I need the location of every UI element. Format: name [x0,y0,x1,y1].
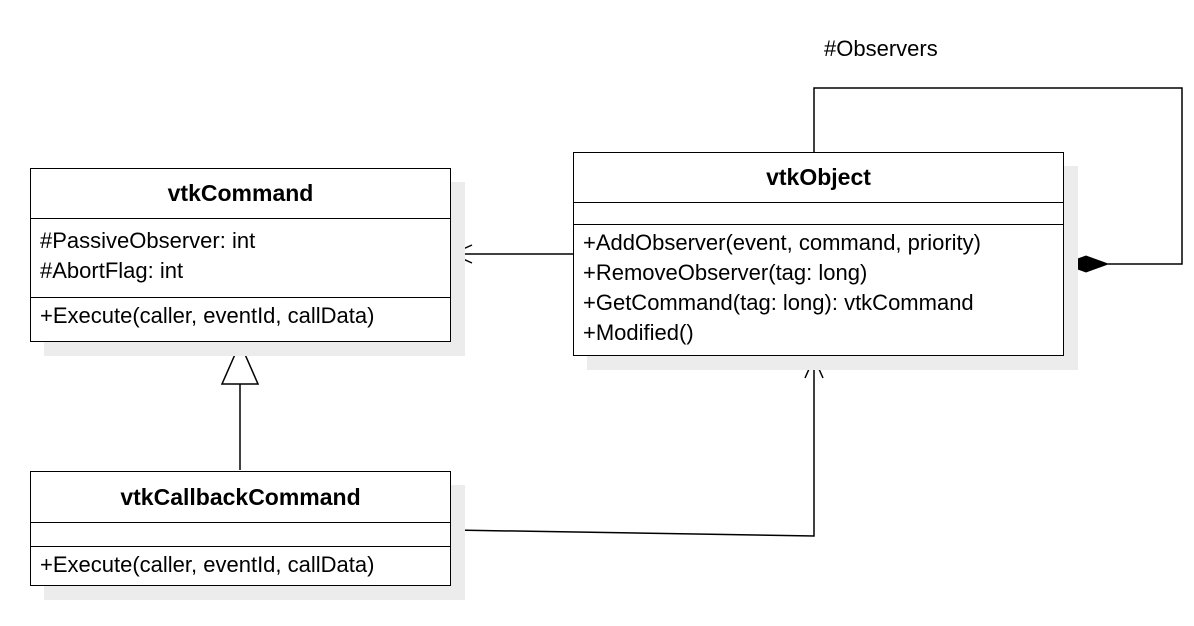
operations-section: +Execute(caller, eventId, callData) [31,547,450,586]
class-name: vtkCallbackCommand [31,472,450,523]
hollow-triangle-icon [220,341,260,385]
class-vtkcallbackcommand[interactable]: vtkCallbackCommand +Execute(caller, even… [30,471,451,586]
composition-diamond-icon [1062,255,1110,273]
operation: +GetCommand(tag: long): vtkCommand [583,290,974,315]
observers-composition-line [813,87,1183,265]
attributes-section: #PassiveObserver: int #AbortFlag: int [31,219,450,298]
attribute: #AbortFlag: int [40,258,184,283]
callback-to-object-association [451,358,815,537]
operations-section: +Execute(caller, eventId, callData) [31,298,450,337]
operation: +Execute(caller, eventId, callData) [40,303,375,328]
attributes-section [574,203,1063,225]
operation: +Execute(caller, eventId, callData) [40,552,375,577]
class-vtkobject[interactable]: vtkObject +AddObserver(event, command, p… [573,152,1064,356]
class-vtkcommand[interactable]: vtkCommand #PassiveObserver: int #AbortF… [30,168,451,342]
operation: +Modified() [583,320,694,345]
attribute: #PassiveObserver: int [40,228,256,253]
operation: +AddObserver(event, command, priority) [583,230,981,255]
observers-role-label: #Observers [824,36,938,61]
attributes-section [31,523,450,547]
operations-section: +AddObserver(event, command, priority) +… [574,225,1063,354]
open-arrowhead-icon [450,244,473,264]
class-name: vtkObject [574,153,1063,203]
class-name: vtkCommand [31,169,450,219]
operation: +RemoveObserver(tag: long) [583,260,868,285]
open-arrowhead-up-icon [804,356,824,379]
